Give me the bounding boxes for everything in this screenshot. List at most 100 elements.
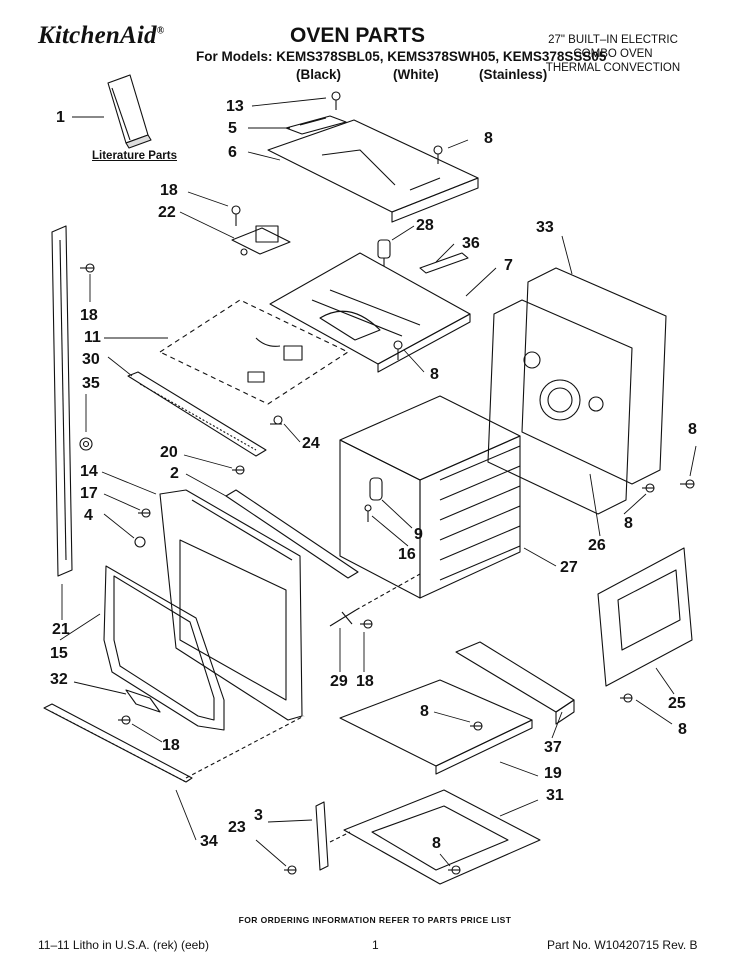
brand-logo: KitchenAid® — [38, 22, 165, 49]
door-gasket-part — [103, 565, 225, 731]
page-number: 1 — [372, 938, 379, 952]
callout-27: 27 — [560, 559, 578, 576]
screw-part — [118, 715, 131, 725]
callout-8: 8 — [484, 130, 493, 147]
wiring-kit-part — [159, 299, 349, 405]
callout-16: 16 — [398, 546, 416, 563]
part-number: Part No. W10420715 Rev. B — [547, 938, 698, 952]
callout-18: 18 — [162, 737, 180, 754]
screw-part — [231, 205, 241, 226]
screw-part — [138, 508, 151, 518]
callout-25: 25 — [668, 695, 686, 712]
screw-part — [331, 91, 341, 110]
spec-line: THERMAL CONVECTION — [545, 62, 681, 74]
callout-2: 2 — [170, 465, 179, 482]
callout-18: 18 — [356, 673, 374, 690]
oven-top-plate-part — [269, 252, 471, 373]
callout-8: 8 — [688, 421, 697, 438]
spec-line: 27" BUILT–IN ELECTRIC — [548, 34, 678, 46]
gasket-strip-part — [419, 252, 469, 274]
callout-5: 5 — [228, 120, 237, 137]
rear-bracket-part — [455, 641, 575, 725]
hinge-part — [125, 689, 161, 713]
callout-26: 26 — [588, 537, 606, 554]
callout-37: 37 — [544, 739, 562, 756]
callout-34: 34 — [200, 833, 218, 850]
top-panel-part — [267, 119, 479, 223]
callout-19: 19 — [544, 765, 562, 782]
grommet-part — [79, 437, 93, 451]
trim-strip-part — [225, 489, 359, 579]
callout-8: 8 — [432, 835, 441, 852]
callout-36: 36 — [462, 235, 480, 252]
variant-white: (White) — [393, 67, 439, 82]
screw-part — [284, 865, 297, 875]
variant-stainless: (Stainless) — [479, 67, 548, 82]
callout-23: 23 — [228, 819, 246, 836]
callout-29: 29 — [330, 673, 348, 690]
callout-18: 18 — [80, 307, 98, 324]
screw-part — [364, 504, 372, 522]
product-spec: 27" BUILT–IN ELECTRIC COMBO OVEN THERMAL… — [528, 33, 698, 75]
callout-8: 8 — [624, 515, 633, 532]
screw-part — [433, 145, 443, 164]
back-panel-part — [487, 267, 667, 515]
callout-24: 24 — [302, 435, 320, 452]
callout-14: 14 — [80, 463, 98, 480]
litho-info: 11–11 Litho in U.S.A. (rek) (eeb) — [38, 938, 209, 952]
callout-22: 22 — [158, 204, 176, 221]
latch-part — [315, 801, 329, 871]
vent-bar-part — [43, 703, 193, 783]
callout-8: 8 — [430, 366, 439, 383]
spec-line: COMBO OVEN — [573, 48, 653, 60]
callout-8: 8 — [678, 721, 687, 738]
callout-30: 30 — [82, 351, 100, 368]
side-panel-part — [597, 547, 693, 687]
screw-part — [80, 263, 95, 273]
model-numbers: For Models: KEMS378SBL05, KEMS378SWH05, … — [196, 49, 607, 64]
drip-tray-part — [343, 789, 541, 885]
callout-35: 35 — [82, 375, 100, 392]
screw-part — [232, 465, 245, 475]
fuse-part — [377, 239, 391, 266]
callout-4: 4 — [84, 507, 93, 524]
callout-32: 32 — [50, 671, 68, 688]
screw-part — [360, 619, 373, 629]
bumper-part — [134, 536, 146, 548]
callout-21: 21 — [52, 621, 70, 638]
callout-6: 6 — [228, 144, 237, 161]
page-title: OVEN PARTS — [290, 24, 425, 47]
callout-9: 9 — [414, 526, 423, 543]
callout-20: 20 — [160, 444, 178, 461]
variant-black: (Black) — [296, 67, 342, 82]
literature-book-part — [107, 74, 152, 149]
callout-15: 15 — [50, 645, 68, 662]
callout-7: 7 — [504, 257, 513, 274]
screw-part — [393, 340, 403, 360]
element-part — [369, 477, 383, 501]
callout-18: 18 — [160, 182, 178, 199]
leader-lines — [59, 97, 697, 867]
door-frame-part — [159, 489, 303, 721]
floor-plate-part — [339, 679, 533, 775]
screw-part — [642, 483, 655, 493]
screw-part — [270, 415, 283, 425]
screw-part — [680, 479, 695, 489]
callout-31: 31 — [546, 787, 564, 804]
callout-33: 33 — [536, 219, 554, 236]
screw-part — [470, 721, 483, 731]
callout-11: 11 — [84, 329, 101, 346]
callout-28: 28 — [416, 217, 434, 234]
ordering-note: FOR ORDERING INFORMATION REFER TO PARTS … — [238, 915, 512, 925]
screw-part — [448, 865, 461, 875]
oven-cavity-part — [339, 395, 521, 599]
callout-1: 1 — [56, 109, 65, 126]
top-bracket-part — [285, 115, 347, 135]
sensor-part — [329, 609, 357, 627]
screw-part — [620, 693, 633, 703]
callout-13: 13 — [226, 98, 244, 115]
callout-8-floor: 8 — [420, 703, 429, 720]
relay-part — [231, 225, 291, 256]
literature-parts-label: Literature Parts — [92, 150, 178, 162]
